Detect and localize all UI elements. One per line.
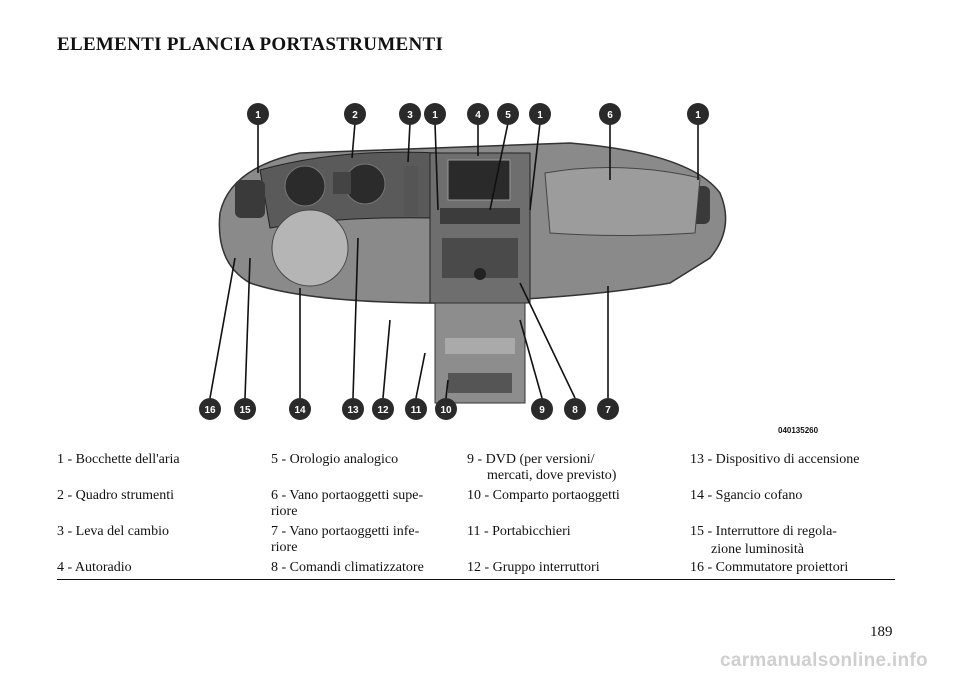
callout-top-9: 1 (687, 103, 709, 125)
callout-bottom-1: 16 (199, 398, 221, 420)
callout-bottom-7: 10 (435, 398, 457, 420)
svg-text:6: 6 (607, 110, 613, 121)
svg-text:1: 1 (432, 110, 438, 121)
callout-bottom-8: 9 (531, 398, 553, 420)
callout-bottom-10: 7 (597, 398, 619, 420)
callout-bottom-9: 8 (564, 398, 586, 420)
table-bottom-rule (57, 579, 895, 580)
callout-bottom-4: 13 (342, 398, 364, 420)
legend-entry: 15 - Interruttore di regola- (690, 524, 837, 539)
legend-entry: 2 - Quadro strumenti (57, 488, 175, 503)
legend-entry: 3 - Leva del cambio (57, 524, 169, 539)
legend-table: 1 - Bocchette dell'aria 2 - Quadro strum… (57, 452, 895, 578)
legend-entry: riore (271, 504, 298, 519)
legend-entry: 5 - Orologio analogico (271, 452, 399, 467)
svg-text:14: 14 (294, 405, 306, 416)
callouts-bottom: 16 15 14 13 12 11 10 9 8 7 (199, 398, 619, 420)
figure-code: 040135260 (778, 426, 819, 435)
callout-bottom-2: 15 (234, 398, 256, 420)
svg-text:9: 9 (539, 405, 545, 416)
svg-text:10: 10 (440, 405, 452, 416)
svg-text:2: 2 (352, 110, 358, 121)
legend-entry: 16 - Commutatore proiettori (690, 560, 849, 575)
svg-text:16: 16 (204, 405, 216, 416)
legend-entry: 6 - Vano portaoggetti supe- (271, 488, 424, 503)
legend-entry: 12 - Gruppo interruttori (467, 560, 600, 575)
callout-bottom-3: 14 (289, 398, 311, 420)
legend-entry: 11 - Portabicchieri (467, 524, 571, 539)
legend-entry: mercati, dove previsto) (487, 468, 617, 483)
callout-top-6: 5 (497, 103, 519, 125)
callout-top-1: 1 (247, 103, 269, 125)
legend-entry: 14 - Sgancio cofano (690, 488, 803, 503)
watermark-text: carmanualsonline.info (720, 650, 928, 671)
svg-text:5: 5 (505, 110, 511, 121)
callout-top-2: 2 (344, 103, 366, 125)
svg-text:15: 15 (239, 405, 251, 416)
callout-top-4: 1 (424, 103, 446, 125)
callout-top-3: 3 (399, 103, 421, 125)
dashboard-illustration: 1 2 3 1 4 5 1 6 1 16 15 14 13 12 11 10 9… (190, 98, 750, 438)
callout-bottom-6: 11 (405, 398, 427, 420)
dashboard-drawing: 1 2 3 1 4 5 1 6 1 16 15 14 13 12 11 10 9… (199, 103, 727, 420)
callout-bottom-5: 12 (372, 398, 394, 420)
legend-entry: zione luminosità (711, 542, 804, 557)
legend-entry: 9 - DVD (per versioni/ (467, 452, 595, 467)
svg-text:4: 4 (475, 110, 481, 121)
callout-top-5: 4 (467, 103, 489, 125)
callouts-top: 1 2 3 1 4 5 1 6 1 (247, 103, 709, 125)
svg-text:11: 11 (411, 405, 422, 416)
svg-text:1: 1 (695, 110, 701, 121)
legend-entry: 10 - Comparto portaoggetti (467, 488, 620, 503)
svg-text:13: 13 (347, 405, 359, 416)
callout-top-8: 6 (599, 103, 621, 125)
svg-text:7: 7 (605, 405, 611, 416)
svg-text:12: 12 (377, 405, 389, 416)
legend-entry: 7 - Vano portaoggetti infe- (271, 524, 420, 539)
legend-entry: 13 - Dispositivo di accensione (690, 452, 860, 467)
legend-entry: 4 - Autoradio (57, 560, 132, 575)
svg-text:1: 1 (255, 110, 261, 121)
svg-text:3: 3 (407, 110, 413, 121)
legend-entry: 8 - Comandi climatizzatore (271, 560, 424, 575)
page-title: ELEMENTI PLANCIA PORTASTRUMENTI (57, 34, 444, 55)
page-number: 189 (870, 624, 893, 640)
legend-entry: 1 - Bocchette dell'aria (57, 452, 180, 467)
callout-top-7: 1 (529, 103, 551, 125)
legend-entry: riore (271, 540, 298, 555)
svg-text:8: 8 (572, 405, 578, 416)
svg-text:1: 1 (537, 110, 543, 121)
